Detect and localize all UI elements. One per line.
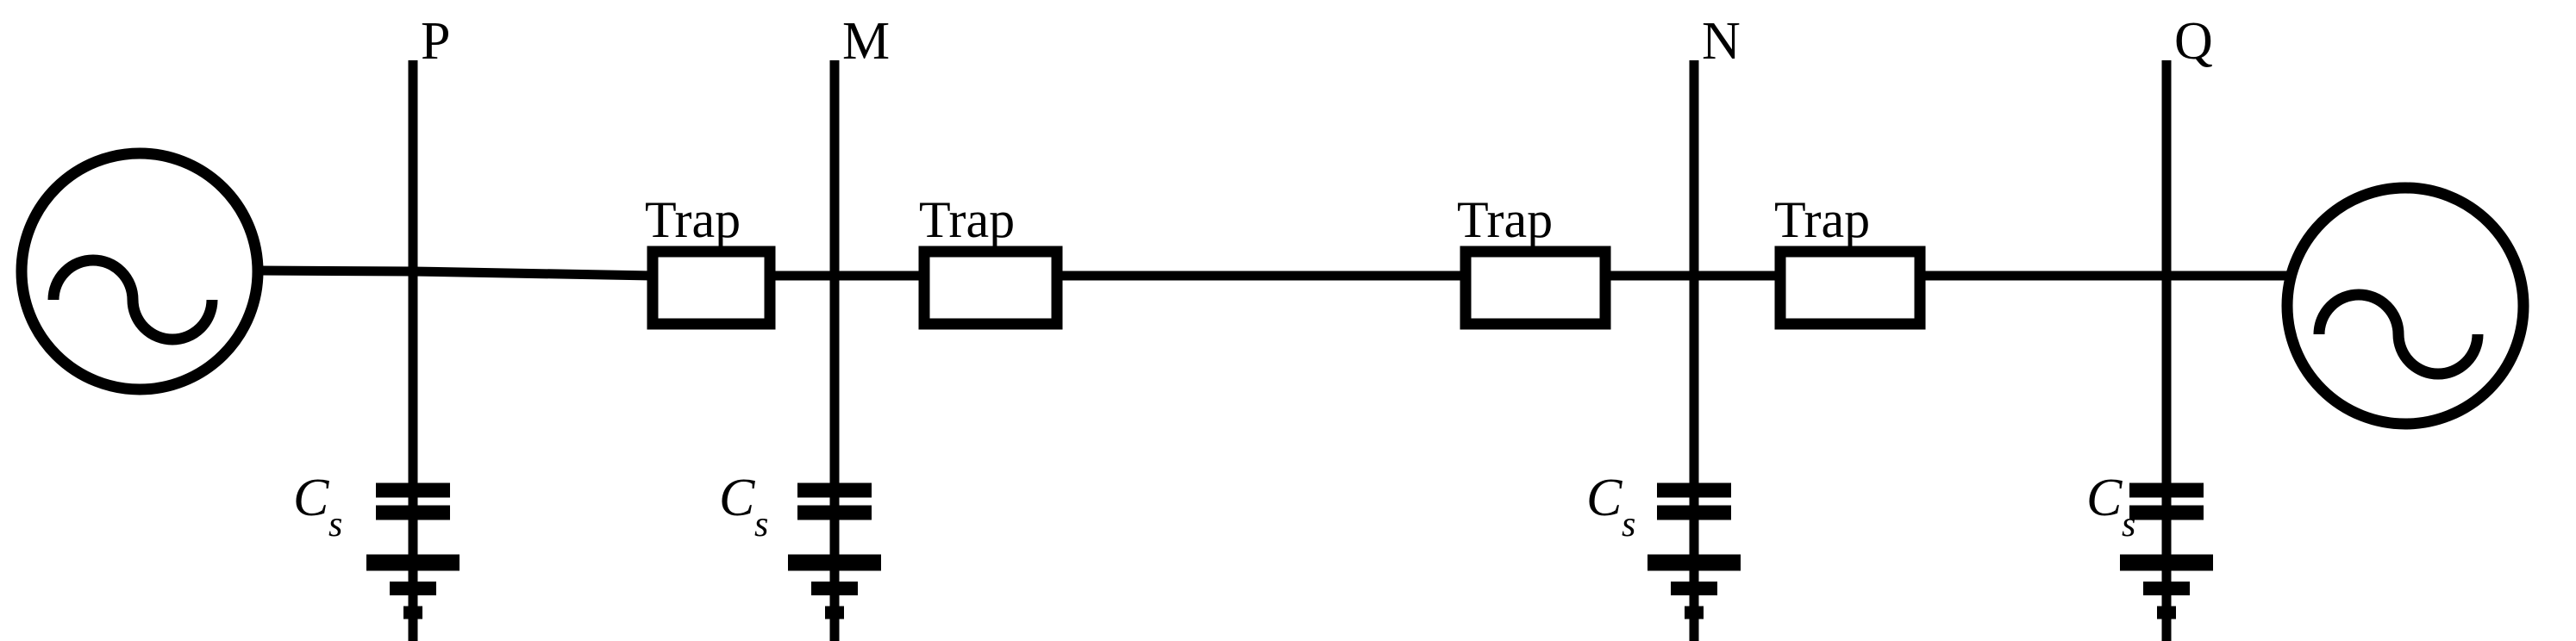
cap-m-label-subscript: s	[754, 505, 768, 545]
ground-q	[2120, 554, 2213, 619]
trap-1-label: Trap	[645, 191, 741, 248]
trap-2-box	[918, 246, 1063, 330]
shunt-capacitor-p[interactable]: C s	[293, 469, 450, 545]
cap-p-label-subscript: s	[328, 505, 342, 545]
trap-4-box	[1774, 246, 1926, 330]
trap-2-label: Trap	[919, 191, 1015, 248]
main-conductor	[257, 265, 2291, 281]
shunt-capacitor-n[interactable]: C s	[1586, 469, 1731, 545]
ground-p	[366, 554, 460, 619]
ground-n	[1648, 554, 1741, 619]
conductor-source-left-to-trap1	[257, 265, 653, 281]
cap-q-label: C	[2086, 469, 2123, 527]
ac-source-circle-left	[16, 147, 264, 395]
bus-q[interactable]: Q	[2161, 12, 2213, 641]
bus-n-label: N	[1702, 12, 1741, 71]
shunt-capacitor-q[interactable]: C s	[2086, 469, 2204, 545]
bus-p[interactable]: P	[408, 12, 450, 641]
cap-m-label: C	[719, 469, 755, 527]
cap-q-label-subscript: s	[2122, 505, 2135, 545]
cap-n-label: C	[1586, 469, 1623, 527]
bus-p-label: P	[421, 12, 450, 71]
source-right[interactable]	[2281, 182, 2529, 430]
bus-m[interactable]: M	[829, 12, 890, 641]
source-left[interactable]	[16, 147, 264, 395]
cap-p-label: C	[293, 469, 329, 527]
trap-1-box	[647, 246, 776, 330]
trap-3-label: Trap	[1457, 191, 1553, 248]
ac-source-circle-right	[2281, 182, 2529, 430]
bus-n[interactable]: N	[1689, 12, 1741, 641]
ground-m	[788, 554, 881, 619]
trap-3-box	[1460, 246, 1611, 330]
bus-q-label: Q	[2174, 12, 2213, 71]
trap-2[interactable]: Trap	[918, 191, 1063, 330]
sine-wave-icon-right	[2313, 289, 2484, 380]
cap-n-label-subscript: s	[1622, 505, 1635, 545]
shunt-capacitor-m[interactable]: C s	[719, 469, 872, 545]
trap-4[interactable]: Trap	[1774, 191, 1926, 330]
sine-wave-icon-left	[47, 254, 218, 345]
trap-4-label: Trap	[1774, 191, 1870, 248]
trap-1[interactable]: Trap	[645, 191, 776, 330]
trap-3[interactable]: Trap	[1457, 191, 1611, 330]
bus-m-label: M	[842, 12, 890, 71]
